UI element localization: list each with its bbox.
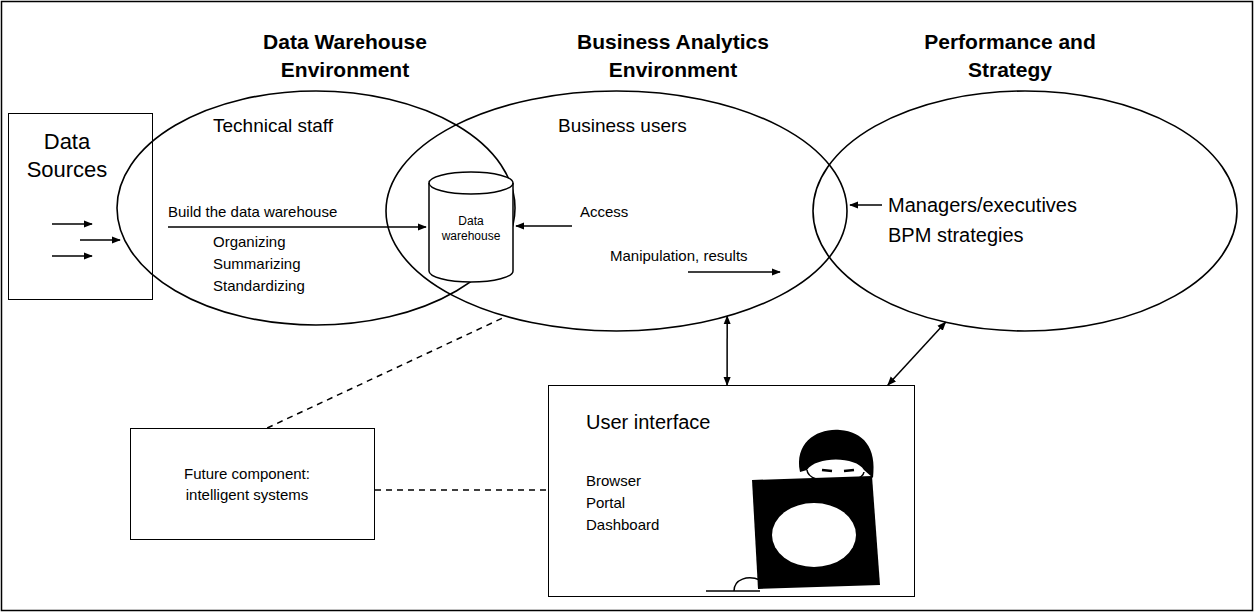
role-label: Business users <box>558 115 687 138</box>
region-heading: Business Analytics Environment <box>548 28 798 84</box>
interface-list: Browser Portal Dashboard <box>586 470 666 536</box>
box-title: Data Sources <box>17 128 117 183</box>
ellipse-outline <box>813 91 1237 331</box>
interface-box: User interfaceBrowser Portal Dashboard <box>548 385 915 597</box>
role-label: Managers/executives BPM strategies <box>888 190 1103 250</box>
box-title: User interface <box>586 410 711 434</box>
arrow-label: Build the data warehouse <box>168 203 337 221</box>
step-list: Organizing Summarizing Standardizing <box>213 231 323 297</box>
cylinder-body <box>429 172 513 282</box>
cylinder-rim <box>429 183 513 194</box>
database-cylinder: Data warehouse <box>428 172 514 282</box>
desk-line <box>706 590 760 592</box>
access-arrow <box>516 225 572 227</box>
source-arrow <box>80 239 120 241</box>
source-box: Data Sources <box>8 113 153 300</box>
laptop-lid <box>752 476 880 589</box>
region-heading: Data Warehouse Environment <box>235 28 455 84</box>
two-way-connector <box>726 316 728 385</box>
person-hair <box>799 430 874 478</box>
dashed-connector <box>267 316 506 428</box>
two-way-connector <box>888 322 946 385</box>
ellipse-outline <box>386 91 847 331</box>
source-arrow <box>52 223 92 225</box>
strategy-arrow <box>850 204 882 206</box>
database-label: Data warehouse <box>428 214 514 244</box>
results-arrow <box>688 271 780 273</box>
person-illustration <box>706 430 880 591</box>
source-arrow <box>52 255 92 257</box>
dashed-connector <box>375 489 548 491</box>
box-text: Future component: intelligent systems <box>131 463 363 505</box>
person-eye <box>822 470 832 471</box>
region-heading: Performance and Strategy <box>900 28 1120 84</box>
role-label: Technical staff <box>213 115 333 138</box>
laptop-highlight <box>772 503 856 567</box>
strategy-ellipse: Performance and StrategyManagers/executi… <box>812 90 1238 332</box>
person-eye <box>844 470 854 471</box>
future-box: Future component: intelligent systems <box>130 428 375 540</box>
arrow-label: Access <box>580 203 628 221</box>
arrow-label: Manipulation, results <box>610 247 748 265</box>
person-hand <box>734 578 760 591</box>
